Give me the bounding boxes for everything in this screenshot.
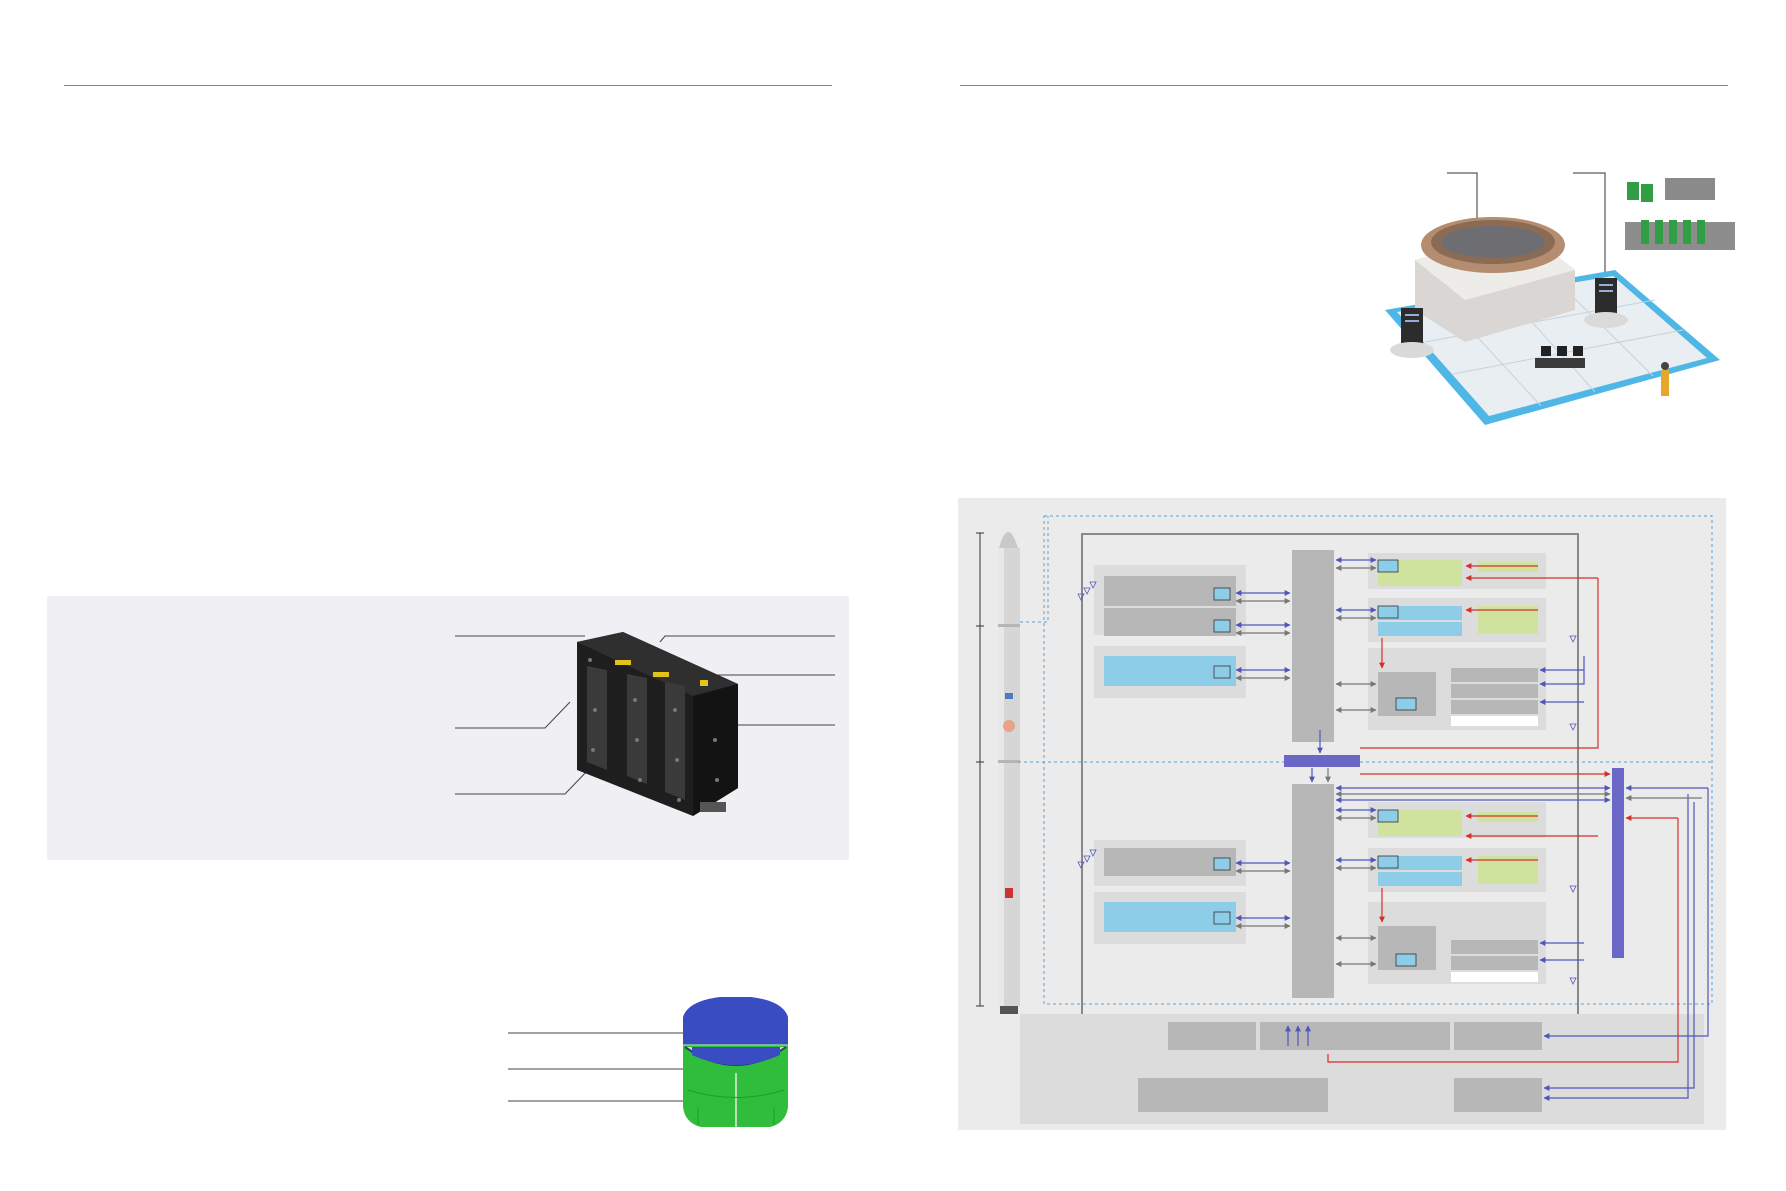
test-facility-illustration (1385, 172, 1735, 425)
antenna-icon (1077, 581, 1577, 985)
left-page-header-rule (64, 85, 832, 86)
rack-cabinet-icon (1584, 278, 1628, 328)
block-diagram-canvas (976, 515, 1713, 1124)
launch-vehicle-illustration (998, 532, 1020, 1014)
propellant-tank-illustration (508, 997, 788, 1127)
battery-callout-lines (455, 635, 835, 795)
vehicle-boundary-dashed (1043, 515, 1713, 1005)
stage-dimension-lines (976, 532, 984, 1007)
vertical-bus (1612, 768, 1624, 958)
electronics-modules-icon (1625, 178, 1735, 250)
upper-stage-blocks (1094, 550, 1546, 742)
ground-segment-blocks (1020, 1014, 1704, 1124)
lower-stage-blocks (1094, 784, 1546, 998)
central-bus (1284, 755, 1360, 767)
rack-cabinet-icon (1390, 308, 1434, 358)
system-block-diagram (958, 498, 1726, 1130)
ground-link-line (1081, 533, 1579, 1028)
battery-pack-illustration (455, 632, 835, 816)
right-page-header-rule (960, 85, 1728, 86)
